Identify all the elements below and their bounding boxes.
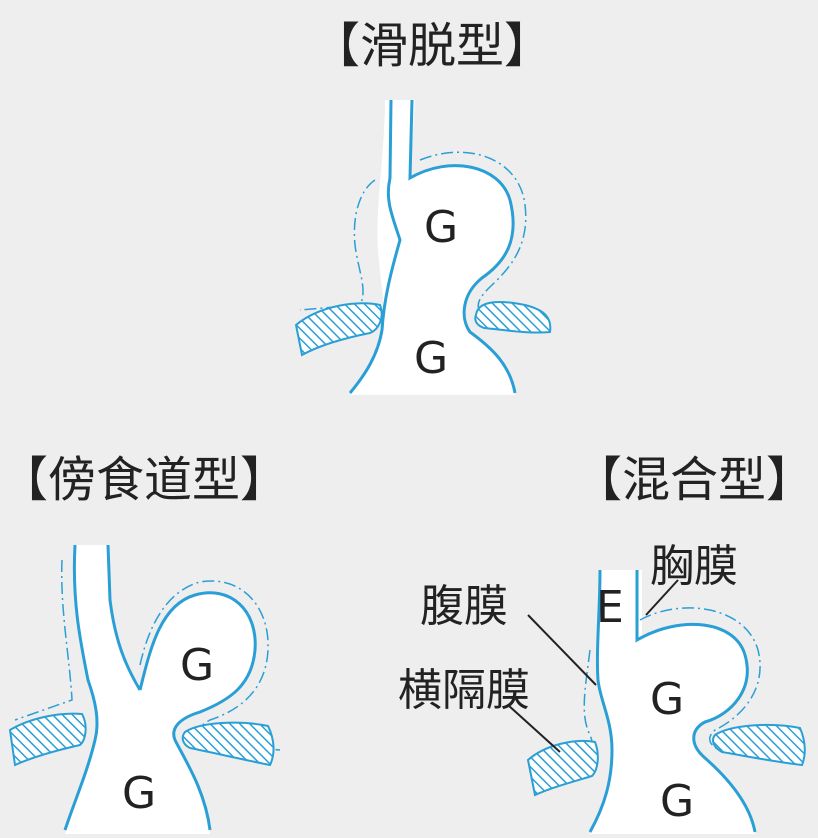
mixed-stomach-label-lower: G — [660, 776, 695, 827]
peritoneum-label: 腹膜 — [420, 581, 508, 632]
para-stomach-label-upper: G — [180, 640, 215, 691]
para-membrane-left — [14, 559, 73, 721]
mixed-membrane-left — [559, 649, 594, 776]
mixed-membrane — [639, 607, 801, 756]
sliding-diaphragm-right — [474, 301, 552, 334]
sliding-stomach-label-upper: G — [424, 202, 459, 253]
paraesophageal-type-figure — [8, 544, 281, 834]
sliding-type-figure — [294, 99, 552, 395]
mixed-diaphragm-right — [712, 723, 806, 767]
mixed-stomach-label-upper: G — [650, 674, 685, 725]
sliding-diaphragm-left — [294, 302, 383, 357]
para-left-wall — [63, 544, 99, 831]
sliding-membrane-left — [299, 179, 376, 311]
sliding-membrane-right — [419, 151, 540, 313]
paraesophageal-type-title: 【傍食道型】 — [0, 452, 289, 508]
para-esophagus-right-wall — [106, 544, 142, 691]
mixed-diaphragm-left — [526, 739, 599, 797]
diaphragm-leader-line — [507, 704, 561, 753]
pleura-label: 胸膜 — [650, 541, 738, 592]
sliding-stomach-outline — [408, 99, 517, 394]
para-diaphragm-left — [8, 712, 87, 767]
mixed-stomach-outline — [635, 570, 757, 833]
mixed-esophagus-label: E — [596, 582, 624, 633]
mixed-left-wall — [588, 569, 614, 833]
para-stomach-outline — [138, 591, 257, 831]
mixed-type-figure — [507, 569, 806, 834]
diaphragm-label: 横隔膜 — [398, 665, 530, 716]
mixed-type-title: 【混合型】 — [574, 452, 815, 508]
para-organ-body — [65, 545, 256, 834]
para-diaphragm-right — [181, 721, 275, 767]
pleura-leader-line — [645, 579, 679, 616]
sliding-type-title: 【滑脱型】 — [312, 18, 553, 74]
peritoneum-leader-line — [527, 614, 597, 686]
sliding-stomach-label-lower: G — [414, 333, 449, 384]
para-stomach-label-lower: G — [122, 768, 157, 819]
sliding-esophagus-left-wall — [348, 99, 402, 394]
